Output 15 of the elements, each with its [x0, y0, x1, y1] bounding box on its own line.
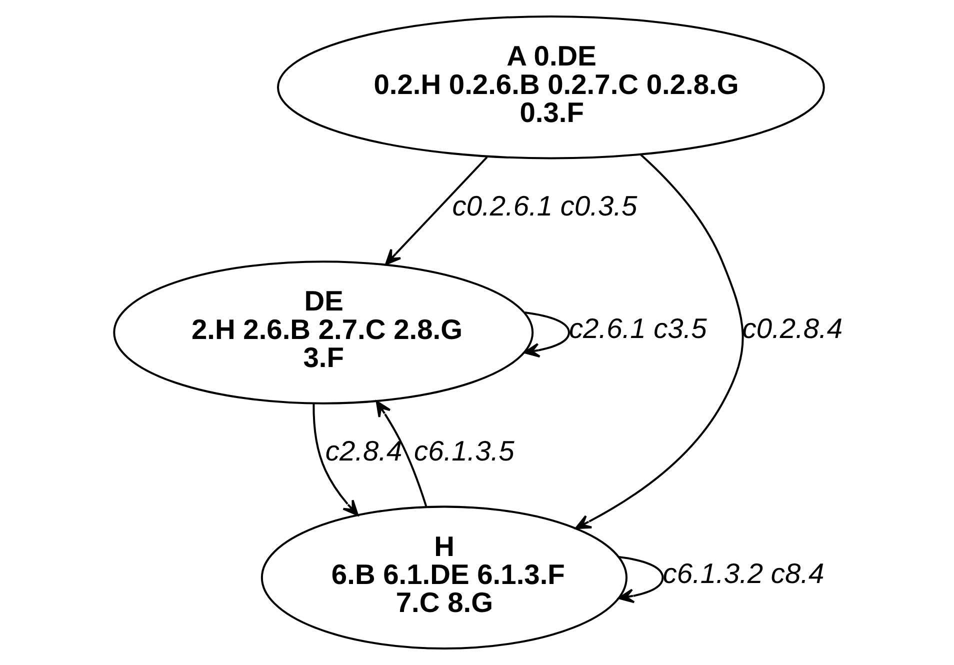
- arrow: [618, 556, 664, 604]
- arrow: [523, 312, 570, 358]
- edge-label: c2.8.4: [324, 434, 402, 466]
- edge-label: c2.6.1 c3.5: [568, 312, 706, 344]
- node-ellipse: A 0.DE 0.2.H 0.2.6.B 0.2.7.C 0.2.8.G 0.3.F: [276, 15, 824, 160]
- arrow: [384, 156, 488, 266]
- edge-label: c0.2.6.1 c0.3.5: [452, 189, 637, 222]
- arrow: [312, 404, 358, 516]
- edge-label: c6.1.3.2 c8.4: [662, 557, 824, 590]
- arrow: [375, 400, 427, 507]
- arrow: [574, 154, 744, 530]
- edge-label: c6.1.3.5: [414, 434, 514, 466]
- node-ellipse: DE 2.H 2.6.B 2.7.C 2.8.G 3.F: [112, 260, 534, 404]
- edge-label: c0.2.8.4: [742, 312, 842, 344]
- node-ellipse: H 6.B 6.1.DE 6.1.3.F 7.C 8.G: [260, 506, 628, 650]
